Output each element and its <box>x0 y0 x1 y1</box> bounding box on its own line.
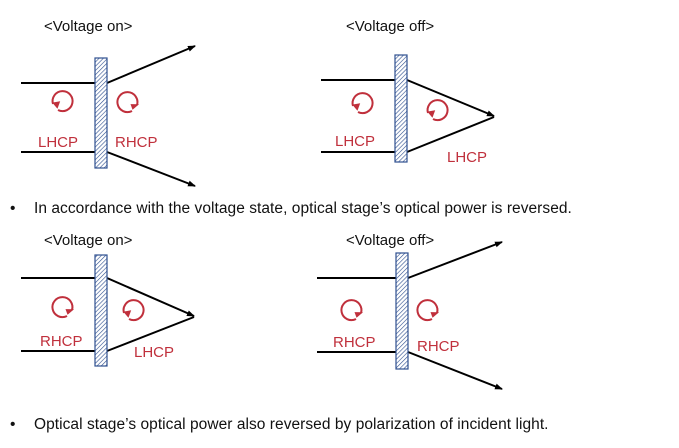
output-polarization-label: LHCP <box>134 344 174 361</box>
panel-bottom-left: <Voltage on> RHCP LHCP <box>21 232 195 367</box>
bullet-marker: • <box>10 200 16 217</box>
panel-title: <Voltage on> <box>44 232 133 249</box>
counterclockwise-arrow-icon <box>351 92 374 115</box>
bullet-item: • Optical stage’s optical power also reve… <box>10 416 549 434</box>
incident-polarization-label: RHCP <box>40 333 83 350</box>
counterclockwise-arrow-icon <box>51 90 74 113</box>
optical-plate <box>395 252 409 370</box>
panel-top-right: <Voltage off> LHCP LHCP <box>321 18 495 166</box>
panel-title: <Voltage on> <box>44 18 133 35</box>
output-ray-upper <box>407 241 503 279</box>
output-ray-lower <box>406 116 495 153</box>
bullet-text: Optical stage’s optical power also rever… <box>34 416 549 433</box>
output-ray-lower <box>106 316 195 352</box>
incident-polarization-label: LHCP <box>335 133 375 150</box>
output-ray-upper <box>106 45 196 84</box>
bullet-text: In accordance with the voltage state, op… <box>34 200 572 217</box>
clockwise-arrow-icon <box>51 296 75 319</box>
output-polarization-label: RHCP <box>115 134 158 151</box>
optical-plate <box>94 57 108 169</box>
output-ray-upper <box>406 79 495 117</box>
bullet-marker: • <box>10 416 16 433</box>
output-ray-lower <box>407 351 503 390</box>
clockwise-arrow-icon <box>416 299 440 322</box>
clockwise-arrow-icon <box>340 299 364 322</box>
output-polarization-label: RHCP <box>417 338 460 355</box>
optical-plate <box>94 254 108 367</box>
bullet-item: • In accordance with the voltage state, o… <box>10 200 572 218</box>
counterclockwise-arrow-icon <box>122 299 145 322</box>
incident-polarization-label: LHCP <box>38 134 78 151</box>
panel-title: <Voltage off> <box>346 18 434 35</box>
optical-plate <box>394 54 408 163</box>
clockwise-arrow-icon <box>116 91 140 114</box>
output-ray-upper <box>106 277 195 317</box>
output-ray-lower <box>106 151 196 187</box>
panel-title: <Voltage off> <box>346 232 434 249</box>
output-polarization-label: LHCP <box>447 149 487 166</box>
panel-top-left: <Voltage on> LHCP RHCP <box>21 18 196 187</box>
incident-polarization-label: RHCP <box>333 334 376 351</box>
counterclockwise-arrow-icon <box>426 99 449 122</box>
panel-bottom-right: <Voltage off> RHCP RHCP <box>317 232 503 390</box>
